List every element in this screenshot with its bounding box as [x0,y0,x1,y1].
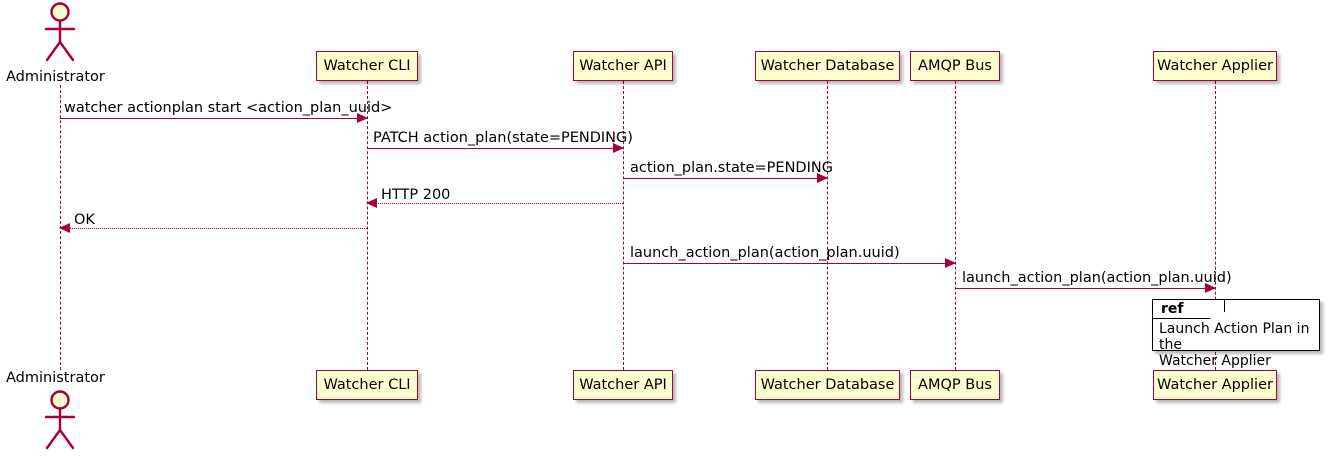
actor-label-administrator-top: Administrator [6,69,105,85]
ref-fragment-text: Launch Action Plan in the Watcher Applie… [1159,321,1315,369]
ref-fragment-tab-label: ref [1153,300,1225,319]
participant-amqp-bus-bottom[interactable]: AMQP Bus [910,370,1000,400]
message-label-patch-action-plan: PATCH action_plan(state=PENDING) [373,130,633,146]
message-arrow-launch-action-plan-applier [956,282,1216,293]
actor-administrator-bottom [38,390,82,452]
lifeline-watcher-database [827,81,828,370]
message-label-launch-action-plan-amqp: launch_action_plan(action_plan.uuid) [630,245,900,261]
participant-watcher-cli-bottom[interactable]: Watcher CLI [316,370,418,400]
message-arrow-action-plan-state-pending [624,172,828,183]
message-arrow-http-200 [366,197,623,208]
participant-watcher-applier-bottom[interactable]: Watcher Applier [1153,370,1277,400]
message-arrow-patch-action-plan [368,142,624,153]
ref-fragment-text-line1: Launch Action Plan in the [1159,321,1310,353]
lifeline-watcher-cli [367,81,368,370]
message-arrow-ok [59,222,367,233]
participant-watcher-applier-top[interactable]: Watcher Applier [1153,51,1277,81]
message-label-watcher-actionplan-start: watcher actionplan start <action_plan_uu… [64,100,393,116]
participant-watcher-api-bottom[interactable]: Watcher API [573,370,673,400]
message-label-action-plan-state-pending: action_plan.state=PENDING [630,160,833,176]
message-label-http-200: HTTP 200 [381,187,451,203]
participant-watcher-database-bottom[interactable]: Watcher Database [755,370,900,400]
participant-watcher-database-top[interactable]: Watcher Database [755,51,900,81]
participant-watcher-cli-top[interactable]: Watcher CLI [316,51,418,81]
actor-label-administrator-bottom: Administrator [6,370,105,386]
actor-administrator-top [38,2,82,64]
participant-watcher-api-top[interactable]: Watcher API [573,51,673,81]
message-label-ok: OK [74,212,95,228]
lifeline-watcher-applier [1215,81,1216,370]
lifeline-amqp-bus [955,81,956,370]
ref-fragment: ref Launch Action Plan in the Watcher Ap… [1152,299,1320,369]
message-arrow-launch-action-plan-amqp [624,257,956,268]
message-arrow-watcher-actionplan-start [60,112,368,123]
message-label-launch-action-plan-applier: launch_action_plan(action_plan.uuid) [962,270,1232,286]
ref-fragment-text-line2: Watcher Applier [1159,353,1271,369]
participant-amqp-bus-top[interactable]: AMQP Bus [910,51,1000,81]
lifeline-watcher-api [623,81,624,370]
